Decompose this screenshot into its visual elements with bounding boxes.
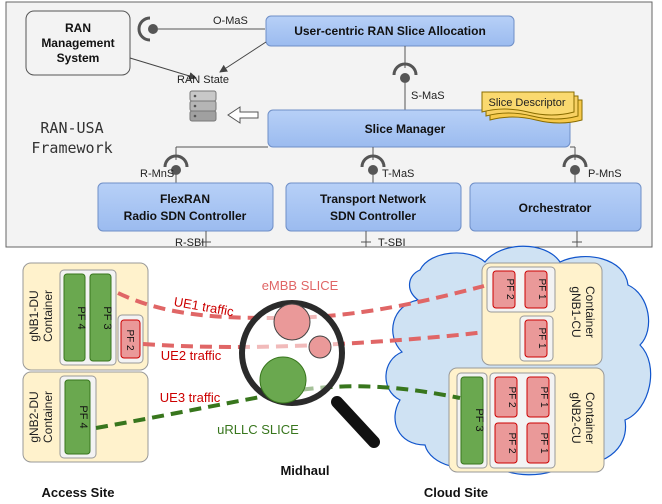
r-sbi-label: R-SBI xyxy=(175,237,204,249)
gnb2-du-pf4-label: PF 4 xyxy=(77,405,89,428)
transport-line2: SDN Controller xyxy=(330,209,416,223)
t-mas-interface-icon xyxy=(360,147,386,183)
t-sbi-label: T-SBI xyxy=(378,237,406,249)
gnb2-cu-pf3 xyxy=(460,376,484,465)
ran-mgmt-line2: Management xyxy=(41,36,114,50)
sbi-connectors xyxy=(201,231,582,247)
midhaul-label: Midhaul xyxy=(280,463,329,478)
p-mns-label: P-MnS xyxy=(588,168,622,180)
gnb2-cu-line1: gNB2-CU xyxy=(569,392,583,443)
orchestrator-box xyxy=(469,182,642,232)
r-mns-label: R-MnS xyxy=(140,168,174,180)
transport-line1: Transport Network xyxy=(320,192,426,206)
gnb2-cu-pf1a-label: PF 1 xyxy=(538,386,549,408)
gnb1-du-line1: gNB1-DU xyxy=(27,290,41,341)
gnb1-cu-pf1-label: PF 1 xyxy=(536,278,547,300)
gnb1-du-line2: Container xyxy=(41,290,55,342)
gnb2-du-line1: gNB2-DU xyxy=(27,391,41,442)
gnb1-du-pf4 xyxy=(63,273,86,362)
allocation-box xyxy=(265,15,515,47)
slice-descriptor-label: Slice Descriptor xyxy=(488,97,565,109)
framework-title-line2: Framework xyxy=(31,139,112,157)
slice-descriptor-icon xyxy=(481,91,583,124)
arrow-mgmt-to-state xyxy=(129,57,197,80)
gnb1-cu-line1: gNB1-CU xyxy=(569,286,583,337)
gnb1-cu-pf2-label: PF 2 xyxy=(504,278,515,300)
o-mas-label: O-MaS xyxy=(213,15,248,27)
cloud-site-label: Cloud Site xyxy=(424,485,488,500)
slice-manager-label: Slice Manager xyxy=(365,122,446,136)
gnb2-cu-pf2a-label: PF 2 xyxy=(506,386,517,408)
allocation-label: User-centric RAN Slice Allocation xyxy=(294,24,486,38)
ue1-traffic-label: UE1 traffic xyxy=(173,294,236,319)
orchestrator-label: Orchestrator xyxy=(519,201,592,215)
gnb2-cu-line2: Container xyxy=(583,392,597,444)
ue3-traffic-label: UE3 traffic xyxy=(160,390,221,405)
transport-controller-box xyxy=(285,182,462,232)
ue3-traffic-line xyxy=(95,384,461,430)
magnifier-icon xyxy=(239,300,380,448)
embb-slice-label: eMBB SLICE xyxy=(262,278,339,293)
r-mns-interface-icon xyxy=(163,146,268,183)
ue2-traffic-label: UE2 traffic xyxy=(161,348,222,363)
gnb2-cu-pf2b-label: PF 2 xyxy=(506,432,517,454)
gnb1-du-pf2 xyxy=(120,319,141,359)
p-mns-interface-icon xyxy=(562,146,588,183)
gnb1-du-pf2-label: PF 2 xyxy=(124,329,135,351)
ran-state-label: RAN State xyxy=(177,74,229,86)
access-site-label: Access Site xyxy=(42,485,115,500)
gnb2-cu-pf1b-label: PF 1 xyxy=(538,432,549,454)
gnb2-cu-pf2b xyxy=(494,422,518,464)
flexran-box xyxy=(97,182,274,232)
s-mas-interface-icon xyxy=(392,46,418,110)
ran-management-system-box xyxy=(25,10,131,76)
gnb2-du-pf4 xyxy=(64,379,91,455)
gnb2-cu-pf2a xyxy=(494,376,518,418)
flexran-line2: Radio SDN Controller xyxy=(124,209,247,223)
arrow-alloc-to-state xyxy=(219,41,267,73)
o-mas-interface-icon xyxy=(137,16,265,42)
gnb1-cu-pf1b-label: PF 1 xyxy=(536,327,547,349)
arrow-to-database xyxy=(227,106,259,124)
ran-mgmt-line1: RAN xyxy=(65,21,91,35)
s-mas-label: S-MaS xyxy=(411,90,445,102)
ue2-traffic-line xyxy=(142,330,485,349)
t-mas-label: T-MaS xyxy=(382,168,414,180)
ran-mgmt-line3: System xyxy=(57,51,100,65)
urllc-slice-label: uRLLC SLICE xyxy=(217,422,299,437)
gnb1-cu-pf1 xyxy=(524,270,548,309)
database-icon xyxy=(189,90,217,122)
gnb2-du-line2: Container xyxy=(41,391,55,443)
gnb1-du-pf3-label: PF 3 xyxy=(101,306,113,329)
gnb1-du-pf4-label: PF 4 xyxy=(75,306,87,329)
gnb2-cu-pf3-label: PF 3 xyxy=(473,408,485,431)
gnb1-du-pf3 xyxy=(89,273,112,362)
gnb1-cu-pf1b xyxy=(524,319,548,358)
gnb2-cu-pf1b xyxy=(526,422,550,464)
gnb2-cu-pf1a xyxy=(526,376,550,418)
gnb1-cu-pf2 xyxy=(492,270,516,309)
gnb1-cu-line2: Container xyxy=(583,286,597,338)
flexran-line1: FlexRAN xyxy=(160,192,210,206)
framework-title-line1: RAN-USA xyxy=(40,119,103,137)
